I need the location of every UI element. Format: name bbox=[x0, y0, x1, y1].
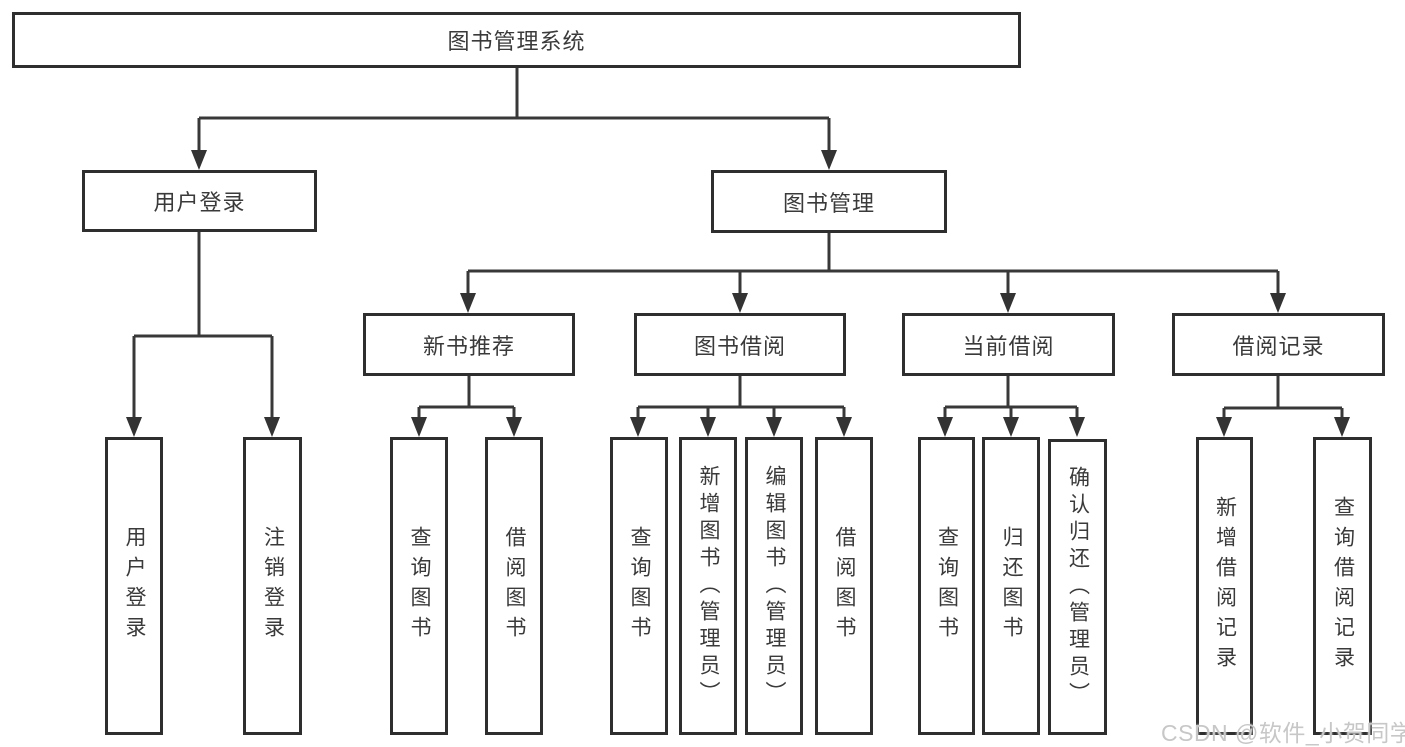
node-user-login: 用户登录 bbox=[82, 170, 317, 232]
leaf-borrow-books-recommend: 借阅图书 bbox=[485, 437, 543, 735]
leaf-borrow-books: 借阅图书 bbox=[815, 437, 873, 735]
branch-root bbox=[191, 68, 837, 170]
node-borrow-record: 借阅记录 bbox=[1172, 313, 1385, 376]
branch-current-borrow bbox=[937, 376, 1085, 437]
branch-user-login bbox=[126, 232, 280, 437]
leaf-confirm-return-admin: 确认归还（管理员） bbox=[1048, 439, 1107, 735]
branch-borrow-record bbox=[1216, 376, 1350, 437]
branch-book-borrow bbox=[630, 376, 852, 437]
leaf-add-books-admin: 新增图书（管理员） bbox=[679, 437, 737, 735]
leaf-return-books: 归还图书 bbox=[982, 437, 1040, 735]
node-new-book-recommend: 新书推荐 bbox=[363, 313, 575, 376]
leaf-query-borrow-record: 查询借阅记录 bbox=[1313, 437, 1372, 735]
leaf-query-books-borrow: 查询图书 bbox=[610, 437, 668, 735]
node-book-management: 图书管理 bbox=[711, 170, 947, 233]
branch-book-management bbox=[460, 233, 1286, 313]
csdn-watermark: CSDN @软件_小贺同学 bbox=[1161, 720, 1405, 746]
leaf-edit-books-admin: 编辑图书（管理员） bbox=[745, 437, 803, 735]
branch-new-book-recommend bbox=[411, 376, 522, 437]
node-book-borrow: 图书借阅 bbox=[634, 313, 846, 376]
leaf-add-borrow-record: 新增借阅记录 bbox=[1196, 437, 1253, 735]
leaf-logout: 注销登录 bbox=[243, 437, 302, 735]
leaf-query-books-current: 查询图书 bbox=[918, 437, 975, 735]
node-root-library-system: 图书管理系统 bbox=[12, 12, 1021, 68]
leaf-user-login: 用户登录 bbox=[105, 437, 163, 735]
node-current-borrow: 当前借阅 bbox=[902, 313, 1115, 376]
leaf-query-books-recommend: 查询图书 bbox=[390, 437, 448, 735]
